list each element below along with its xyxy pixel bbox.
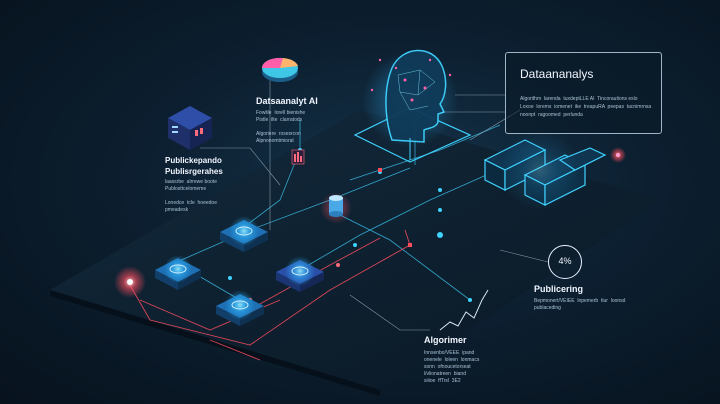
ai-head-icon [353,49,472,163]
node-cube [155,255,201,290]
bar-chart-icon [291,149,305,165]
platform-edge [50,290,380,396]
callout-body: Algorithm larenda tuxdeptLLE AI Tincorau… [520,96,652,118]
public-label-subtitle: Publisrgerahes [165,167,223,176]
publicering-text: Bepmonert/VEIEE lnpemerb tiur loonsd pub… [534,298,626,311]
callout-title: Dataananalys [520,67,594,81]
percent-icon: 4% [548,245,582,279]
percent-value: 4% [558,256,572,266]
server-icon [168,106,212,150]
node-cube [216,290,264,326]
pie-chart-icon [261,57,298,82]
publicering-title: Publicering [534,284,584,294]
red-markers [378,168,412,247]
data-analysis-callout: Dataananalys Algorithm larenda tuxdeptLL… [505,52,662,134]
node-cube [220,216,268,252]
algorimer-title: Algorimer [424,335,467,345]
ai-label-title: Datsaanalyt AI [256,96,318,106]
database-icon [320,192,352,224]
public-label-title: Publickepando [165,156,222,165]
public-label-text: laassrbe alrrewe boote Publosttcelomeme … [165,179,217,213]
trend-line-icon [439,289,489,331]
algorimer-text: Innsenbo/VEEE ipand onenele loleen lonma… [424,350,480,384]
node-cube [276,256,324,292]
pipe-glow [500,130,580,210]
ai-label-text: Fowlile Iorell bienishe Pistle ilte clar… [256,110,306,144]
